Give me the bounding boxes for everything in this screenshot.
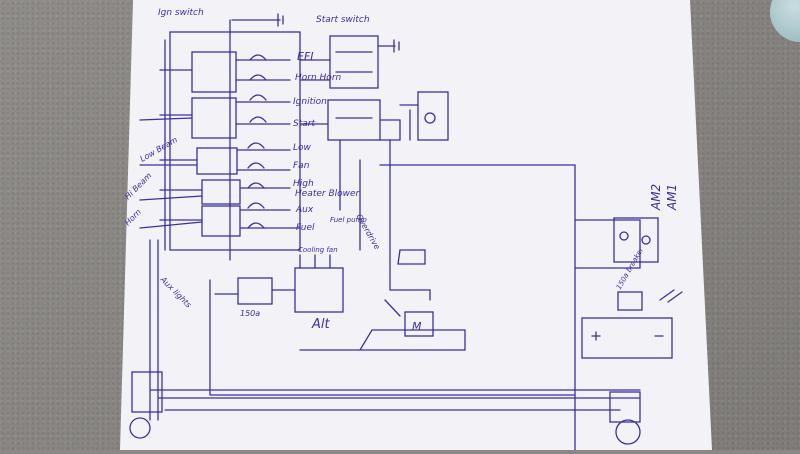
label-efi: EFI: [297, 50, 314, 63]
ground-block-right: [609, 391, 641, 423]
starter-motor: [404, 311, 434, 337]
label-fuel-pump: Fuel pump: [330, 216, 367, 224]
fuse-150a: [237, 277, 273, 305]
label-high: High: [293, 179, 314, 189]
label-start-switch: Start switch: [316, 15, 370, 25]
label-150a: 150a: [240, 309, 260, 318]
paper-surface: [120, 0, 712, 450]
label-fan: Fan: [293, 161, 310, 171]
relay-1: [191, 51, 237, 93]
label-heater-blower: Heater Blower: [295, 189, 361, 199]
label-ignition: Ignition: [293, 97, 327, 107]
label-start: Start: [293, 119, 315, 129]
starter-solenoid: [417, 91, 449, 141]
circuit-breaker: [617, 291, 643, 311]
label-horn: Horn Horn: [295, 73, 342, 83]
label-cooling-fan: Cooling fan: [298, 246, 338, 254]
relay-5: [201, 205, 241, 237]
am-fuse-box: [613, 217, 659, 263]
label-aux: Aux: [295, 205, 314, 215]
solenoid-coil: [424, 112, 436, 124]
label-fuel: Fuel: [296, 223, 315, 233]
fuse-box: [169, 31, 301, 251]
ground-right: [615, 419, 641, 445]
label-ign-switch: Ign switch: [158, 8, 204, 18]
label-motor: M: [412, 320, 422, 333]
ground-block-left: [131, 371, 163, 413]
battery: [581, 317, 673, 359]
relay-4: [201, 179, 241, 205]
label-am2: AM2: [649, 184, 663, 211]
label-am1: AM1: [665, 184, 679, 211]
relay-3: [196, 147, 238, 175]
label-low: Low: [293, 143, 312, 153]
ground-left: [129, 417, 151, 439]
wiring-diagram: [129, 13, 683, 451]
start-relay-box: [329, 35, 379, 89]
label-alt: Alt: [311, 317, 331, 332]
